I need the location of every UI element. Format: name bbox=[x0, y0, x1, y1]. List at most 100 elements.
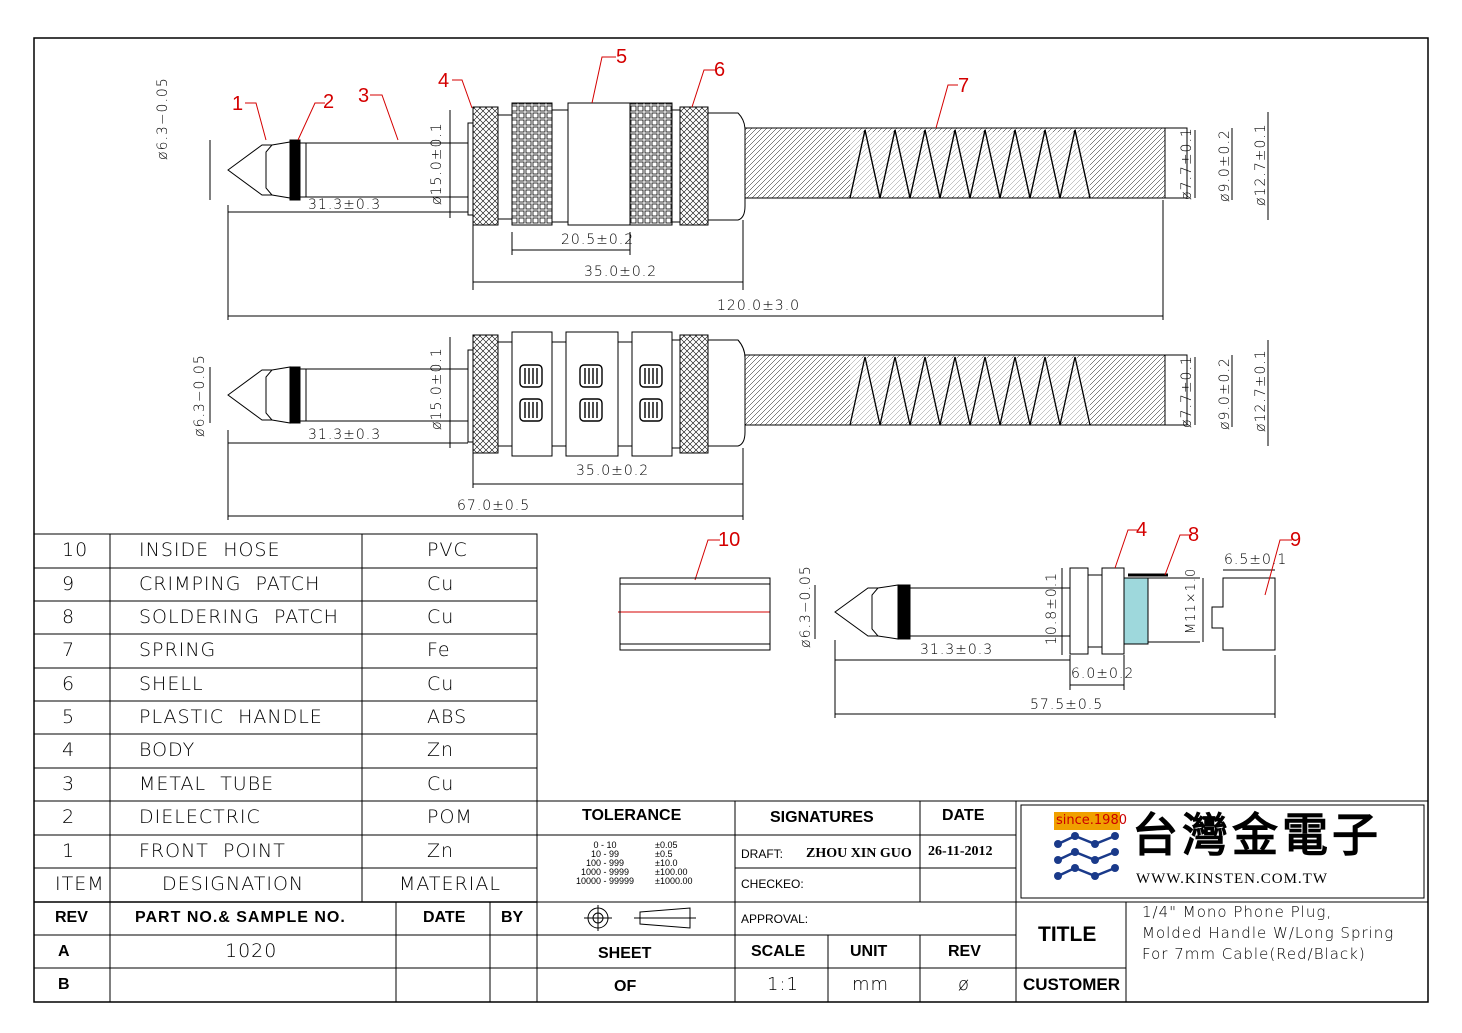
company-url: WWW.KINSTEN.COM.TW bbox=[1136, 871, 1329, 887]
dim-body-dia-1: ø15.0±0.1 bbox=[429, 122, 445, 205]
bom-header-material: MATERIAL bbox=[399, 873, 501, 895]
bom-item-number: 9 bbox=[62, 573, 76, 595]
dim-tip-dia-3: ø6.3−0.05 bbox=[798, 565, 814, 648]
rev-row-a-part: 1020 bbox=[225, 940, 278, 962]
inside-hose-part bbox=[619, 577, 771, 651]
dim-body-dia-2: ø15.0±0.1 bbox=[429, 347, 445, 430]
dim-77-1: ø7.7±0.1 bbox=[1179, 127, 1195, 200]
rev-header-rev: REV bbox=[55, 909, 88, 926]
dim-tip-dia-1: ø6.3−0.05 bbox=[155, 77, 171, 160]
title-label: TITLE bbox=[1038, 923, 1097, 946]
tolerance-value: ±100.00 bbox=[655, 867, 688, 877]
callout-2: 2 bbox=[323, 91, 335, 113]
rev-value: ø bbox=[958, 974, 971, 995]
signatures-title: SIGNATURES bbox=[770, 809, 874, 826]
dim-shell-len-2: 35.0±0.2 bbox=[576, 463, 650, 479]
dim-127-1: ø12.7±0.1 bbox=[1253, 123, 1269, 206]
bom-designation: CRIMPING PATCH bbox=[139, 573, 321, 595]
approval-label: APPROVAL: bbox=[741, 912, 809, 926]
bom-designation: BODY bbox=[139, 739, 196, 761]
draft-date: 26-11-2012 bbox=[928, 844, 993, 859]
dim-tube-len-2: 31.3±0.3 bbox=[308, 427, 382, 443]
callout-9: 9 bbox=[1290, 529, 1302, 551]
title-line-3: For 7mm Cable(Red/Black) bbox=[1142, 945, 1366, 963]
customer-label: CUSTOMER bbox=[1023, 975, 1120, 994]
callout-4: 4 bbox=[438, 70, 450, 92]
dim-total-len-2: 67.0±0.5 bbox=[457, 498, 531, 514]
bom-designation: DIELECTRIC bbox=[139, 806, 261, 828]
bom-material: POM bbox=[427, 806, 473, 828]
rev-header-date: DATE bbox=[423, 909, 466, 926]
tolerance-title: TOLERANCE bbox=[582, 807, 682, 824]
dim-handle-len-1: 20.5±0.2 bbox=[561, 232, 635, 248]
bom-material: Cu bbox=[427, 773, 455, 795]
plug-view-top bbox=[209, 102, 1269, 320]
rev-header-part: PART NO.& SAMPLE NO. bbox=[135, 909, 346, 926]
rev-row-b: B bbox=[58, 976, 70, 993]
bom-material: Zn bbox=[427, 739, 455, 761]
company-name: 台灣金電子 bbox=[1132, 808, 1382, 862]
dim-tube-len-1: 31.3±0.3 bbox=[308, 197, 382, 213]
bom-designation: SHELL bbox=[139, 673, 204, 695]
draft-label: DRAFT: bbox=[741, 847, 783, 861]
title-line-1: 1/4" Mono Phone Plug, bbox=[1142, 903, 1333, 921]
bom-item-number: 6 bbox=[62, 673, 76, 695]
bom-item-number: 1 bbox=[62, 840, 76, 862]
bom-material: ABS bbox=[427, 706, 468, 728]
rev-label: REV bbox=[948, 943, 981, 960]
dim-m11: M11×1.0 bbox=[1184, 567, 1199, 634]
bom-item-number: 3 bbox=[62, 773, 76, 795]
unit-value: mm bbox=[852, 974, 890, 995]
tolerance-range: 0 - 10 bbox=[593, 840, 617, 850]
tolerance-value: ±0.5 bbox=[655, 849, 673, 859]
bom-material: Fe bbox=[427, 639, 451, 661]
scale-value: 1:1 bbox=[767, 974, 799, 995]
callout-1: 1 bbox=[232, 93, 244, 115]
bom-designation: METAL TUBE bbox=[139, 773, 275, 795]
title-block-grid bbox=[33, 533, 1429, 1003]
company-since: since.1980 bbox=[1056, 813, 1127, 828]
callout-4b: 4 bbox=[1136, 519, 1148, 541]
tolerance-value: ±1000.00 bbox=[655, 876, 693, 886]
tolerance-value: ±0.05 bbox=[655, 840, 678, 850]
callout-6: 6 bbox=[714, 59, 726, 81]
bom-material: Cu bbox=[427, 673, 455, 695]
bom-header-designation: DESIGNATION bbox=[162, 873, 305, 895]
bom-item-number: 7 bbox=[62, 639, 76, 661]
dim-90-2: ø9.0±0.2 bbox=[1217, 357, 1233, 430]
bom-item-number: 2 bbox=[62, 806, 76, 828]
plug-view-section bbox=[814, 567, 1276, 718]
tolerance-range: 10000 - 99999 bbox=[575, 876, 635, 886]
bom-item-number: 8 bbox=[62, 606, 76, 628]
bom-designation: FRONT POINT bbox=[139, 840, 286, 862]
dim-127-2: ø12.7±0.1 bbox=[1253, 349, 1269, 432]
bom-material: Cu bbox=[427, 606, 455, 628]
bom-material: Zn bbox=[427, 840, 455, 862]
rev-header-by: BY bbox=[501, 909, 524, 926]
bom-designation: SPRING bbox=[139, 639, 217, 661]
draft-name: ZHOU XIN GUO bbox=[806, 846, 912, 861]
sheet-label: SHEET bbox=[598, 945, 652, 962]
rev-row-a: A bbox=[58, 943, 70, 960]
dim-shell-len-1: 35.0±0.2 bbox=[584, 264, 658, 280]
tolerance-range: 1000 - 9999 bbox=[580, 867, 630, 877]
callout-5: 5 bbox=[616, 46, 628, 68]
dim-6-5: 6.5±0.1 bbox=[1224, 552, 1288, 568]
of-label: OF bbox=[614, 978, 637, 995]
dim-90-1: ø9.0±0.2 bbox=[1217, 129, 1233, 202]
bom-item-number: 10 bbox=[62, 539, 89, 561]
bom-designation: PLASTIC HANDLE bbox=[139, 706, 323, 728]
bom-material: Cu bbox=[427, 573, 455, 595]
tolerance-range: 10 - 99 bbox=[590, 849, 620, 859]
bom-designation: SOLDERING PATCH bbox=[139, 606, 339, 628]
bom-designation: INSIDE HOSE bbox=[139, 539, 281, 561]
dim-10-8: 10.8±0.1 bbox=[1044, 571, 1060, 645]
company-logo bbox=[1054, 812, 1120, 880]
tolerance-range: 100 - 999 bbox=[585, 858, 625, 868]
callout-3: 3 bbox=[358, 85, 370, 107]
bom-item-number: 4 bbox=[62, 739, 76, 761]
dim-77-2: ø7.7±0.1 bbox=[1179, 355, 1195, 428]
callout-7: 7 bbox=[958, 75, 970, 97]
bom-header-item: ITEM bbox=[55, 873, 105, 895]
